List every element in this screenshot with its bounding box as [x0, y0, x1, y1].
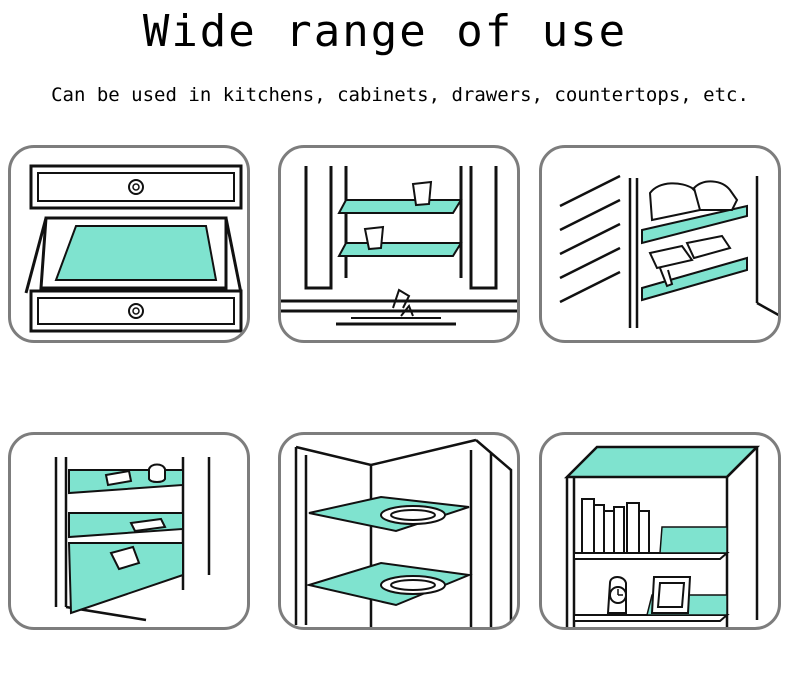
refrigerator-panel — [8, 432, 250, 630]
bookshelf-icon — [563, 445, 761, 627]
shoe-rack-panel — [539, 145, 781, 343]
shoe-rack-icon — [559, 174, 778, 328]
refrigerator-icon — [54, 457, 211, 622]
cupboard-panel — [278, 432, 520, 630]
page-title: Wide range of use — [142, 6, 628, 57]
drawer-icon — [24, 164, 243, 333]
drawer-panel — [8, 145, 250, 343]
kitchen-cabinet-panel — [278, 145, 520, 343]
bookshelf-panel — [539, 432, 781, 630]
cupboard-icon — [294, 438, 513, 627]
page-subtitle: Can be used in kitchens, cabinets, drawe… — [51, 84, 749, 106]
kitchen-cabinet-icon — [281, 166, 517, 326]
